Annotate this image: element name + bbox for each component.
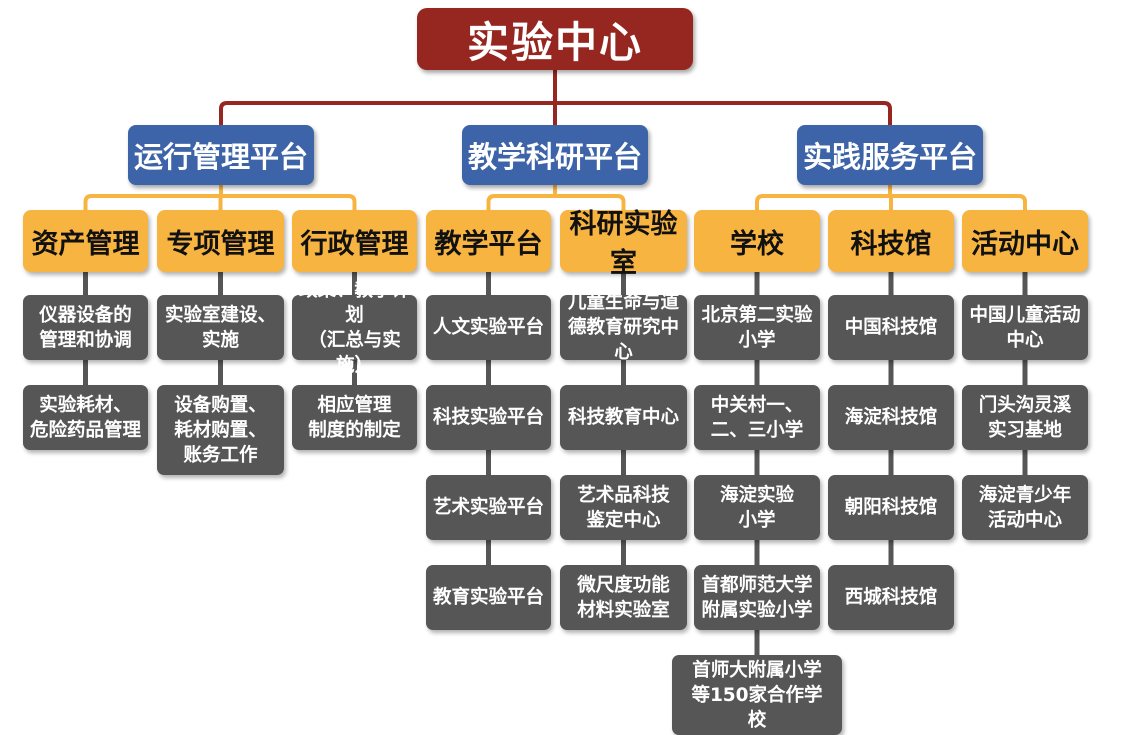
leaf-node: 朝阳科技馆 — [828, 475, 954, 540]
leaf-node: 实验室建设、 实施 — [157, 295, 284, 360]
leaf-node: 门头沟灵溪 实习基地 — [962, 385, 1088, 450]
leaf-node: 政策、教学计划 （汇总与实施） — [292, 280, 417, 376]
platform-node: 运行管理平台 — [128, 125, 314, 185]
leaf-node: 海淀青少年 活动中心 — [962, 475, 1088, 540]
leaf-node: 微尺度功能 材料实验室 — [560, 565, 687, 630]
platform-node: 教学科研平台 — [462, 125, 648, 185]
category-node: 教学平台 — [426, 210, 551, 272]
leaf-node: 艺术实验平台 — [426, 475, 551, 540]
category-node: 活动中心 — [962, 210, 1088, 272]
leaf-node: 海淀科技馆 — [828, 385, 954, 450]
leaf-node: 儿童生命与道 德教育研究中心 — [560, 292, 687, 363]
leaf-node: 首都师范大学 附属实验小学 — [694, 565, 820, 630]
category-connector-bar — [486, 194, 626, 210]
leaf-node: 仪器设备的 管理和协调 — [23, 295, 148, 360]
leaf-node: 中关村一、 二、三小学 — [694, 385, 820, 450]
leaf-node: 首师大附属小学 等150家合作学 校 — [672, 655, 842, 735]
category-node: 科技馆 — [828, 210, 954, 272]
leaf-node: 北京第二实验 小学 — [694, 295, 820, 360]
leaf-node: 艺术品科技 鉴定中心 — [560, 475, 687, 540]
category-node: 行政管理 — [292, 210, 417, 272]
leaf-node: 设备购置、 耗材购置、 账务工作 — [157, 385, 284, 475]
category-node: 资产管理 — [23, 210, 148, 272]
leaf-node: 实验耗材、 危险药品管理 — [23, 385, 148, 450]
category-node: 专项管理 — [157, 210, 284, 272]
leaf-node: 中国科技馆 — [828, 295, 954, 360]
leaf-node: 教育实验平台 — [426, 565, 551, 630]
leaf-node: 人文实验平台 — [426, 295, 551, 360]
platform-node: 实践服务平台 — [797, 125, 983, 185]
category-node: 学校 — [694, 210, 820, 272]
leaf-node: 西城科技馆 — [828, 565, 954, 630]
leaf-node: 中国儿童活动 中心 — [962, 295, 1088, 360]
leaf-node: 海淀实验 小学 — [694, 475, 820, 540]
leaf-node: 科技实验平台 — [426, 385, 551, 450]
root-node: 实验中心 — [417, 8, 693, 70]
leaf-node: 相应管理 制度的制定 — [292, 385, 417, 450]
category-node: 科研实验室 — [560, 209, 687, 279]
leaf-node: 科技教育中心 — [560, 385, 687, 450]
